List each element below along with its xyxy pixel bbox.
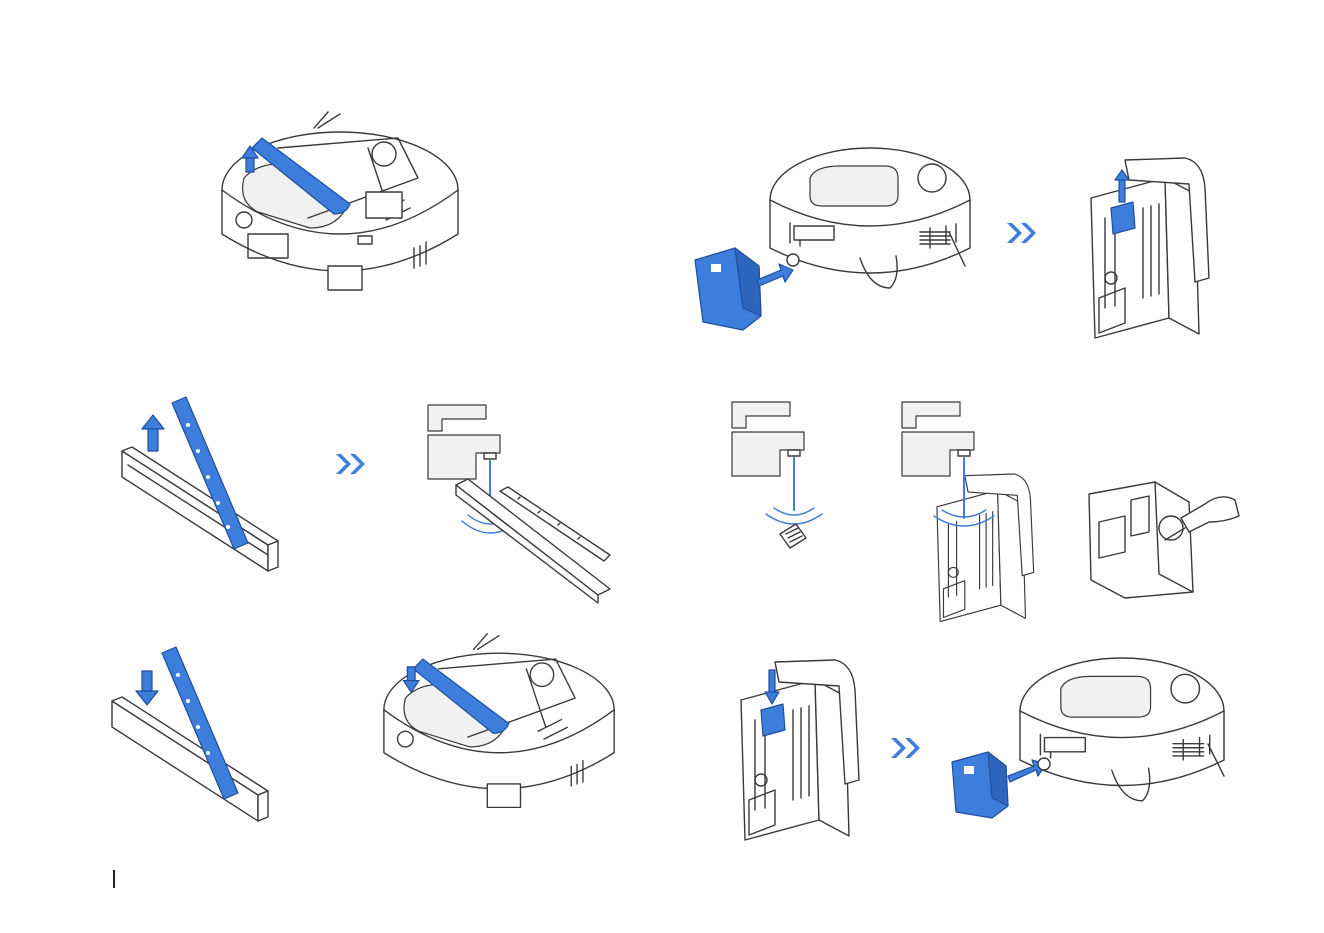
illustration-rinse-dustbin [902,402,1062,597]
robot-dustbin-remove-icon [695,148,975,333]
faucet-rinse-icon [902,402,1062,597]
robot-dustbin-insert-icon [948,658,1230,848]
dustbin-open-icon [735,660,863,842]
filter-lift-icon [118,395,278,575]
illustration-rinse-filter [732,402,832,552]
robot-underside-icon [380,625,620,820]
hand-wipe-icon [1085,482,1245,600]
next-step-chevron-icon [1004,220,1040,246]
illustration-robot-bottom-remove-filter [218,108,464,298]
illustration-insert-filter [108,645,268,825]
filter-insert-icon [108,645,268,825]
illustration-lift-dustbin-filter [1085,158,1213,340]
dustbin-open-icon [1085,158,1213,340]
illustration-reinstall-dustbin [948,658,1230,848]
illustration-wipe-dustbin [1085,482,1245,600]
illustration-rinse-filter-holder [428,405,613,605]
faucet-rinse-icon [732,402,832,552]
page-number-marker [113,870,115,888]
faucet-rinse-icon [428,405,613,605]
next-step-chevron-icon [333,451,369,477]
next-step-chevron-icon [888,735,924,761]
illustration-insert-dustbin-filter [735,660,863,842]
illustration-lift-filter [118,395,278,575]
robot-underside-icon [218,108,464,298]
illustration-robot-bottom-install-filter [380,625,620,820]
illustration-remove-dustbin [695,148,975,333]
